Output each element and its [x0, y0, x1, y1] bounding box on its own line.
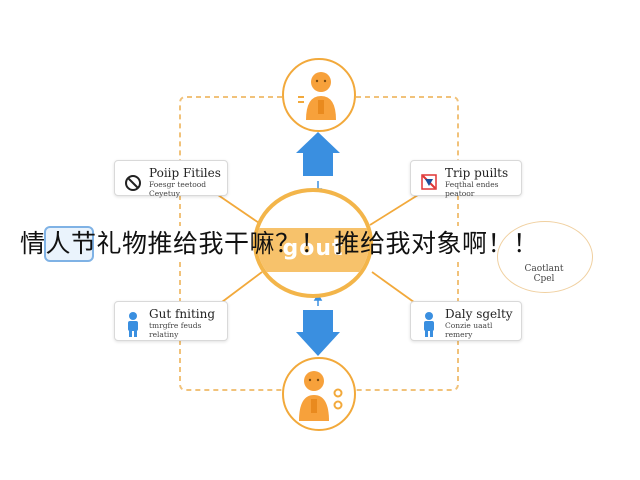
center-node: gout — [253, 188, 373, 298]
right-node-label: Caotlant Cpel — [524, 264, 564, 284]
dashed-line-bottom-right — [356, 340, 459, 391]
person-icon — [424, 312, 434, 337]
card-subtitle: Feqthal endes peatoor — [445, 180, 499, 198]
center-label: gout — [282, 236, 344, 261]
person-icon — [299, 371, 343, 421]
card-subtitle: Conzie uaatl remery — [445, 321, 493, 339]
center-band — [257, 228, 369, 272]
no-sign-icon — [421, 174, 437, 190]
blue-arrow-up — [296, 132, 340, 176]
dashed-line-top-left — [179, 96, 282, 160]
card-subtitle: tmrgfre feuds relatiny — [149, 321, 202, 339]
connector-bottom-right — [371, 271, 419, 306]
no-sign-icon — [125, 175, 141, 191]
card-title: Daly sgelty — [445, 307, 513, 321]
connector-top-left — [217, 194, 263, 226]
card-title: Gut fniting — [149, 307, 216, 321]
blue-arrow-down — [296, 310, 340, 356]
left-partial-node — [44, 226, 94, 262]
card-top-right: Trip puilts Feqthal endes peatoor — [410, 160, 522, 198]
card-subtitle: Foesgr teetood Ceyetuy — [149, 180, 207, 198]
connector-bottom-left — [217, 271, 263, 306]
dashed-line-top-right — [356, 96, 459, 160]
dashed-line-bottom-left — [179, 340, 282, 391]
top-person-node — [282, 58, 356, 132]
overlay-caption: 情人节礼物推给我干嘛？！ 推给我对象啊！！ — [20, 229, 539, 258]
card-bottom-right: Daly sgelty Conzie uaatl remery — [410, 301, 522, 341]
connector-top-right — [369, 194, 419, 226]
card-bottom-left: Gut fniting tmrgfre feuds relatiny — [114, 301, 228, 341]
card-title: Poiip Fitiles — [149, 166, 221, 180]
person-icon — [128, 312, 138, 337]
card-top-left: Poiip Fitiles Foesgr teetood Ceyetuy — [114, 160, 228, 198]
bottom-person-node — [282, 357, 356, 431]
card-title: Trip puilts — [445, 166, 509, 180]
right-node — [497, 221, 593, 293]
person-icon — [298, 72, 336, 120]
